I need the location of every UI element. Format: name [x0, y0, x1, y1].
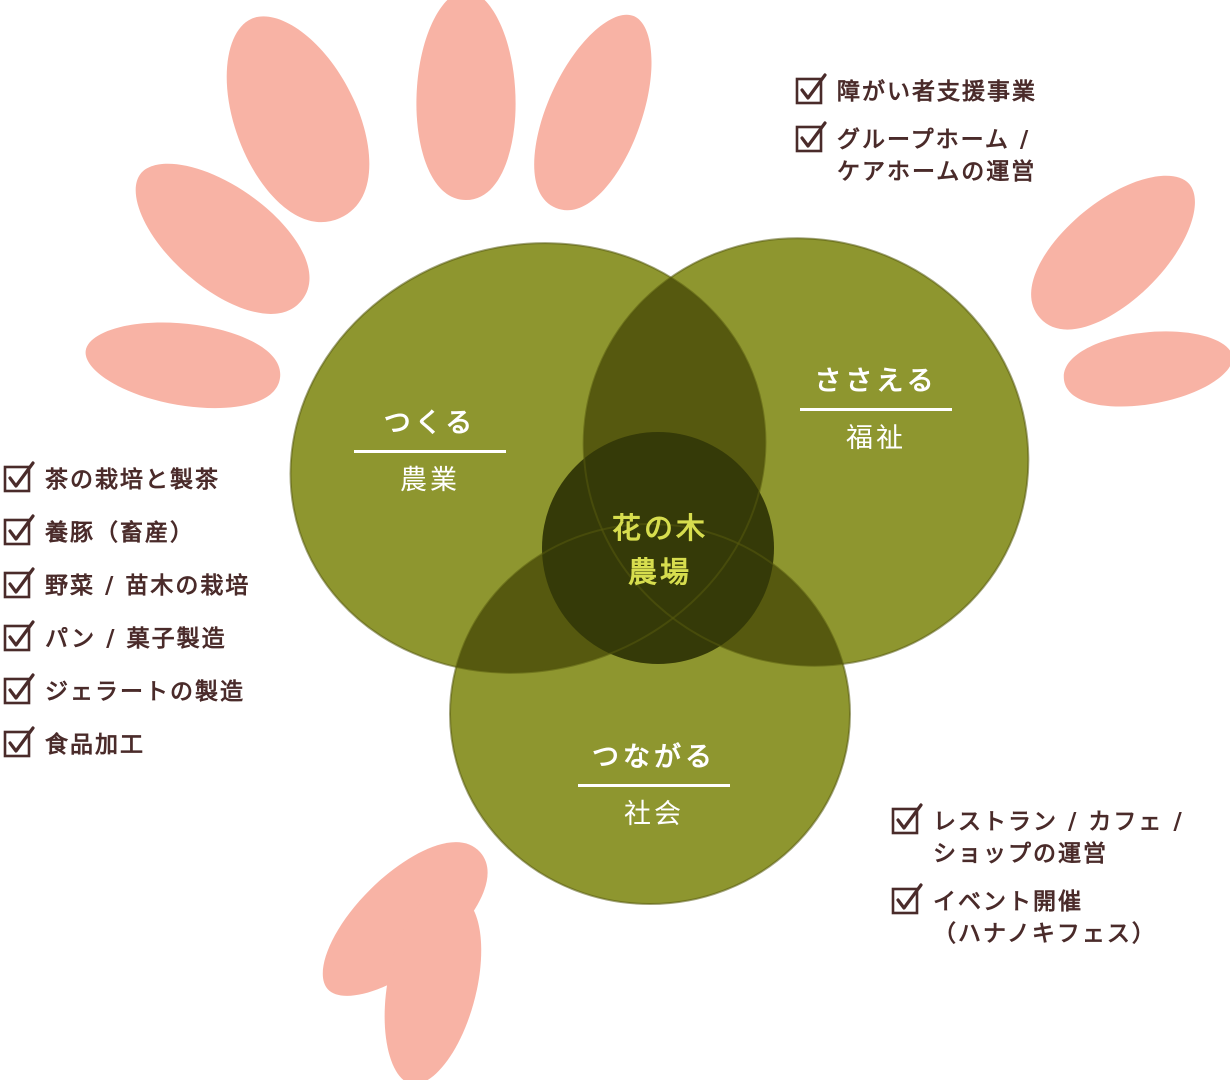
petal-shape	[1006, 146, 1223, 355]
check-item-text: 食品加工	[45, 732, 145, 758]
check-item: 茶の栽培と製茶	[2, 461, 250, 496]
check-item: グループホーム / ケアホームの運営	[794, 121, 1037, 188]
title-underline	[354, 450, 506, 453]
center-label: 花の木 農場	[580, 506, 740, 594]
check-item-text: グループホーム / ケアホームの運営	[837, 127, 1037, 185]
check-item: 野菜 / 苗木の栽培	[2, 567, 251, 602]
check-item-text: レストラン / カフェ / ショップの運営	[933, 809, 1184, 867]
circle-label-sasaeru: ささえる 福祉	[796, 364, 956, 457]
check-item-text: 養豚（畜産）	[45, 520, 195, 546]
check-item-text: イベント開催 （ハナノキフェス）	[933, 889, 1157, 947]
petal-shape	[416, 0, 516, 201]
center-circle	[542, 432, 774, 664]
petal-shape	[512, 0, 678, 226]
check-item: パン / 菓子製造	[2, 620, 250, 655]
circle-outline	[449, 523, 851, 905]
checkbox-checked-icon	[2, 567, 36, 601]
checklist-welfare: 障がい者支援事業グループホーム / ケアホームの運営	[794, 73, 1037, 188]
circle-subtitle: 福祉	[846, 423, 906, 454]
circle-outline	[289, 242, 767, 674]
title-underline	[800, 408, 952, 411]
petal-shape	[80, 310, 286, 419]
checkbox-checked-icon	[890, 883, 924, 917]
check-item-text: ジェラートの製造	[45, 679, 245, 705]
check-item-text: パン / 菓子製造	[45, 626, 227, 652]
checkbox-checked-icon	[890, 803, 924, 837]
check-item: レストラン / カフェ / ショップの運営	[890, 803, 1184, 870]
checkbox-checked-icon	[794, 73, 828, 107]
check-item: 食品加工	[2, 726, 250, 761]
petal-shape	[1058, 320, 1230, 416]
checklist-agriculture: 茶の栽培と製茶養豚（畜産） 野菜 / 苗木の栽培パン / 菓子製造ジェラートの製造…	[2, 461, 251, 761]
circle-title: つくる	[383, 408, 477, 439]
checkbox-checked-icon	[2, 514, 36, 548]
venn-circles	[289, 237, 1030, 905]
checkbox-checked-icon	[2, 620, 36, 654]
center-label-line2: 農場	[627, 555, 692, 589]
title-underline	[578, 784, 730, 787]
check-item: ジェラートの製造	[2, 673, 250, 708]
circle-subtitle: 農業	[400, 465, 460, 496]
check-item-text: 野菜 / 苗木の栽培	[45, 573, 251, 599]
check-item: 養豚（畜産）	[2, 514, 250, 549]
checkbox-checked-icon	[2, 726, 36, 760]
center-label-line1: 花の木	[611, 511, 708, 545]
circle-title: ささえる	[814, 366, 938, 397]
check-item: 障がい者支援事業	[794, 73, 1037, 108]
circle-subtitle: 社会	[624, 799, 684, 830]
circle-label-tsunagaru: つながる 社会	[574, 740, 734, 833]
circle-outline	[582, 237, 1030, 667]
checklist-society: レストラン / カフェ / ショップの運営イベント開催 （ハナノキフェス）	[890, 803, 1184, 950]
checkbox-checked-icon	[794, 121, 828, 155]
check-item-text: 茶の栽培と製茶	[45, 467, 220, 493]
checkbox-checked-icon	[2, 461, 36, 495]
circle-label-tsukuru: つくる 農業	[350, 406, 510, 499]
check-item-text: 障がい者支援事業	[837, 79, 1037, 105]
check-item: イベント開催 （ハナノキフェス）	[890, 883, 1184, 950]
checkbox-checked-icon	[2, 673, 36, 707]
circle-title: つながる	[592, 742, 716, 773]
